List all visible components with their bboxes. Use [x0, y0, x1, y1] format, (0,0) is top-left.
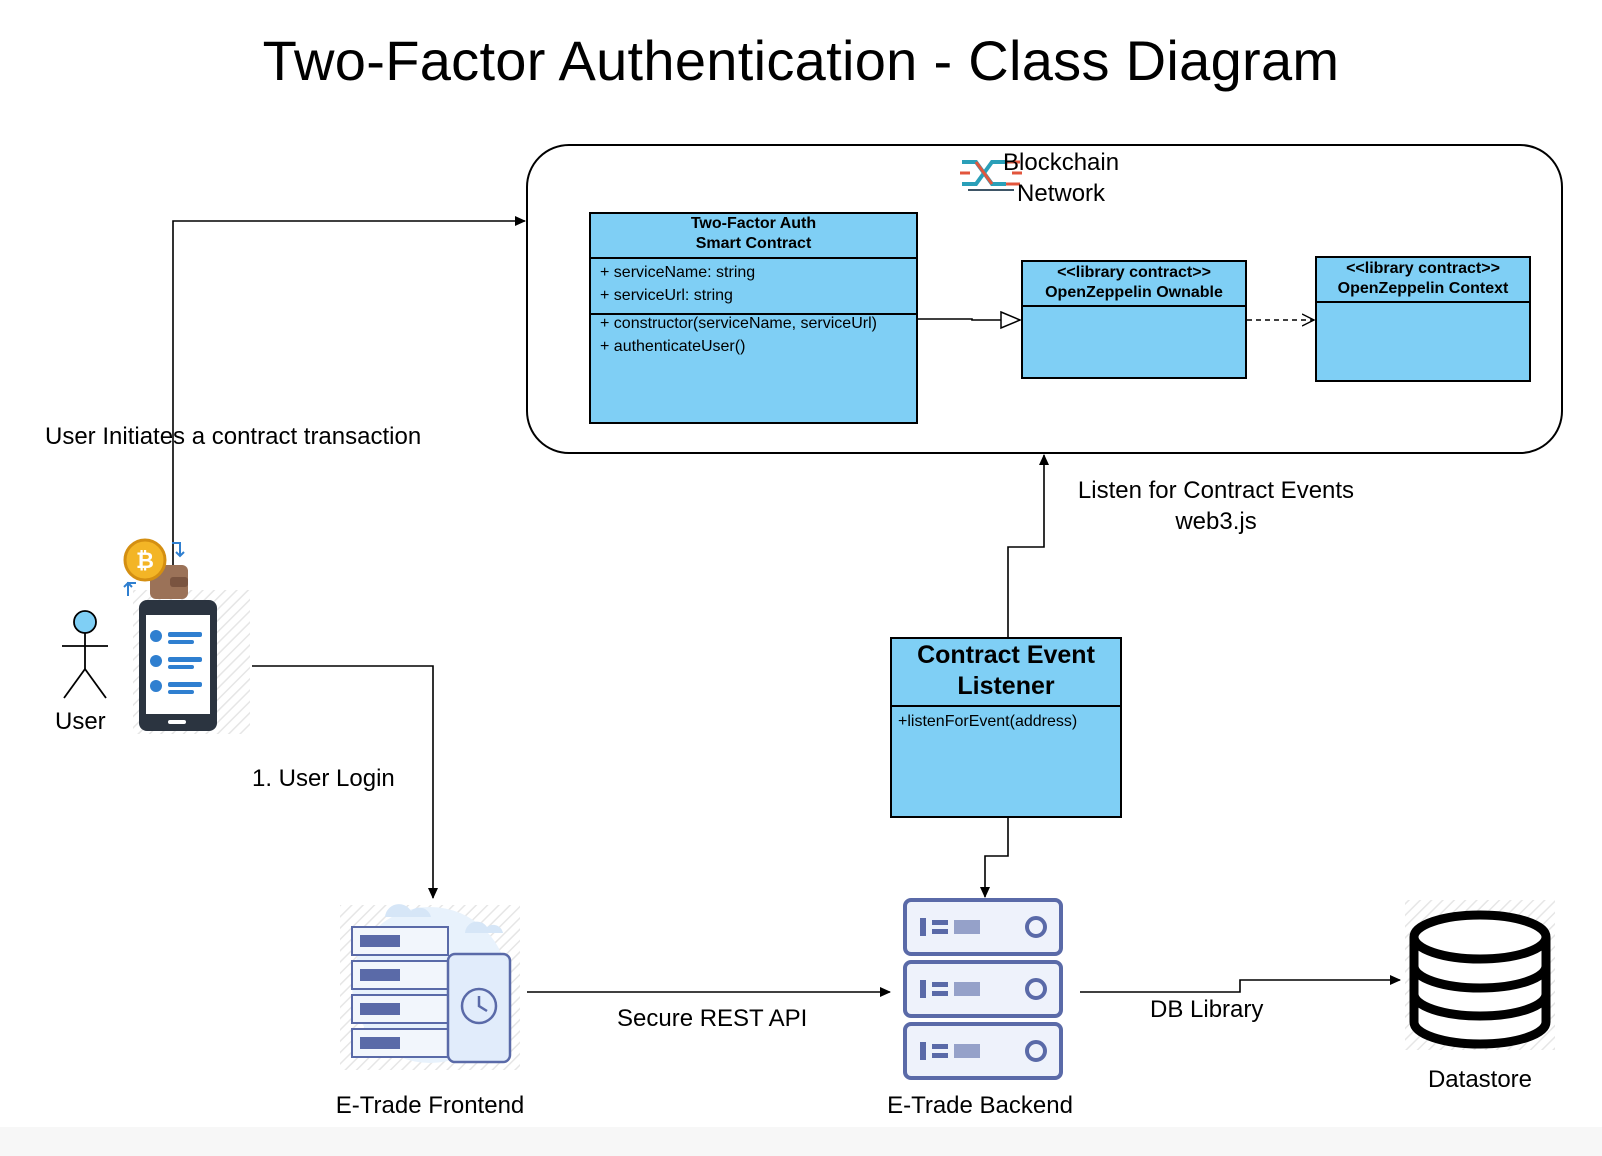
network-label-line1: Blockchain [1003, 149, 1120, 176]
listener-header: Contract Event Listener [891, 640, 1121, 702]
context-name: OpenZeppelin Context [1337, 280, 1509, 297]
method-authenticate-user: + authenticateUser() [600, 337, 746, 355]
listener-name-line1: Contract Event [917, 641, 1095, 669]
blockchain-network-label: Blockchain Network [1003, 147, 1119, 209]
user-actor-icon [62, 610, 108, 699]
edge-label-user-transaction: User Initiates a contract transaction [45, 423, 422, 450]
datastore-database-icon [1405, 900, 1555, 1050]
context-stereotype: <<library contract>> [1346, 260, 1500, 277]
method-listen-for-event: +listenForEvent(address) [898, 713, 1078, 730]
edge-listener-to-network [1007, 454, 1049, 638]
ownable-header: <<library contract>> OpenZeppelin Ownabl… [1022, 263, 1246, 303]
attribute-service-url: + serviceUrl: string [600, 286, 733, 304]
edge-user-login [252, 665, 438, 899]
edge-listener-to-backend [980, 817, 1009, 898]
edge-label-db-library: DB Library [1150, 996, 1264, 1023]
class-two-factor-auth-smart-contract[interactable] [589, 212, 918, 424]
smart-contract-methods: + constructor(serviceName, serviceUrl) +… [600, 313, 877, 358]
edge-label-listen: Listen for Contract Events web3.js [1066, 475, 1366, 537]
edge-label-user-login: 1. User Login [252, 765, 395, 792]
smart-contract-name-line1: Two-Factor Auth [690, 215, 817, 232]
class-contract-event-listener[interactable] [890, 637, 1122, 818]
frontend-server-icon [340, 904, 520, 1070]
context-header: <<library contract>> OpenZeppelin Contex… [1316, 259, 1530, 299]
edge-label-secure-rest-api: Secure REST API [617, 1005, 808, 1032]
mobile-wallet-icon: ₿ [123, 538, 250, 734]
frontend-label: E-Trade Frontend [335, 1092, 525, 1119]
blockchain-network-icon [960, 160, 1022, 191]
backend-label: E-Trade Backend [887, 1092, 1073, 1119]
edge-user-to-network [172, 216, 526, 570]
diagram-title: Two-Factor Authentication - Class Diagra… [262, 29, 1340, 92]
smart-contract-header: Two-Factor Auth Smart Contract [590, 214, 917, 254]
ownable-name: OpenZeppelin Ownable [1045, 284, 1223, 301]
bottom-strip [0, 1127, 1602, 1156]
smart-contract-name-line2: Smart Contract [695, 235, 812, 252]
edge-db-library [1080, 975, 1401, 993]
datastore-label: Datastore [1427, 1066, 1533, 1093]
listen-label-line1: Listen for Contract Events [1077, 477, 1355, 504]
class-openzeppelin-context[interactable] [1315, 256, 1531, 382]
inheritance-edge-ownable [917, 310, 1022, 330]
smart-contract-attributes: + serviceName: string + serviceUrl: stri… [600, 262, 755, 307]
ownable-stereotype: <<library contract>> [1057, 264, 1211, 281]
backend-server-icon [903, 898, 1063, 1080]
method-constructor: + constructor(serviceName, serviceUrl) [600, 315, 877, 332]
attribute-service-name: + serviceName: string [600, 264, 756, 281]
listener-name-line2: Listener [957, 672, 1055, 700]
user-actor-label: User [55, 708, 106, 735]
network-label-line2: Network [1017, 180, 1106, 207]
listener-methods: +listenForEvent(address) [898, 711, 1077, 734]
class-openzeppelin-ownable[interactable] [1021, 260, 1247, 379]
svg-text:₿: ₿ [136, 549, 154, 574]
listen-label-line2: web3.js [1175, 508, 1257, 535]
